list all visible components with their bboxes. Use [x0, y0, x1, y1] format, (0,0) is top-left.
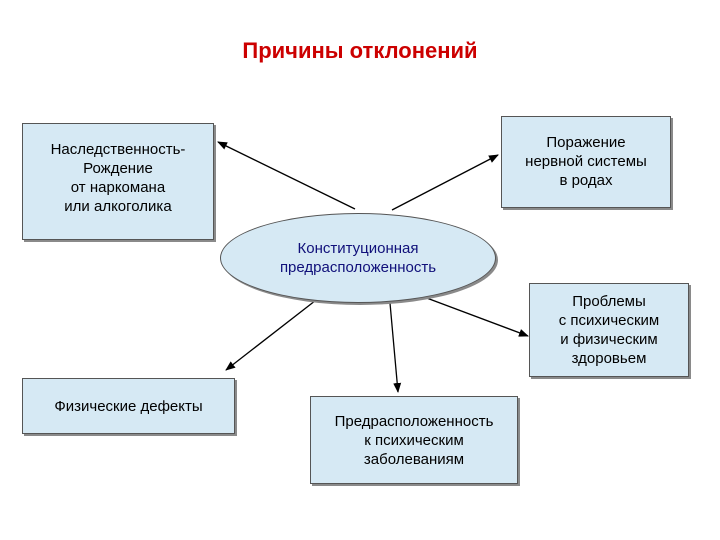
arrow-to-health-problems: [423, 296, 529, 337]
arrow-to-mental-predisposition: [389, 302, 402, 393]
node-health-problems: Проблемы с психическим и физическим здор…: [529, 283, 689, 377]
node-heredity: Наследственность- Рождение от наркомана …: [22, 123, 214, 240]
arrow-to-physical-defects: [225, 296, 321, 371]
diagram-title: Причины отклонений: [242, 38, 478, 63]
center-node: Конституционная предрасположенность: [220, 213, 496, 303]
arrow-to-heredity: [217, 141, 356, 210]
node-mental-predisposition: Предрасположенность к психическим заболе…: [310, 396, 518, 484]
node-physical-defects: Физические дефекты: [22, 378, 235, 434]
arrow-to-birth-injury: [391, 154, 499, 211]
node-birth-injury: Поражение нервной системы в родах: [501, 116, 671, 208]
